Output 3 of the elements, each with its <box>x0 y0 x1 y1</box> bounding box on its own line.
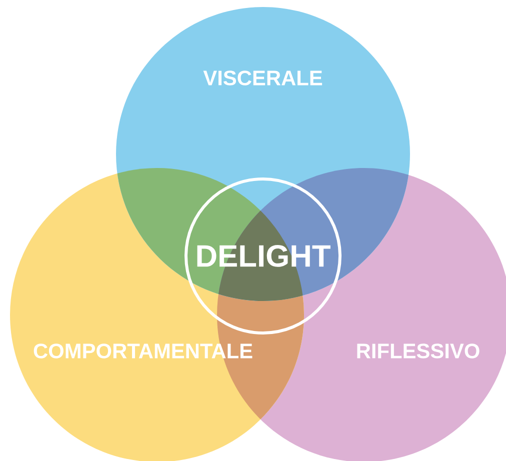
circle-label: VISCERALE <box>203 70 322 86</box>
circle-label: COMPORTAMENTALE <box>34 344 252 358</box>
circle-label: RIFLESSIVO <box>357 344 480 358</box>
